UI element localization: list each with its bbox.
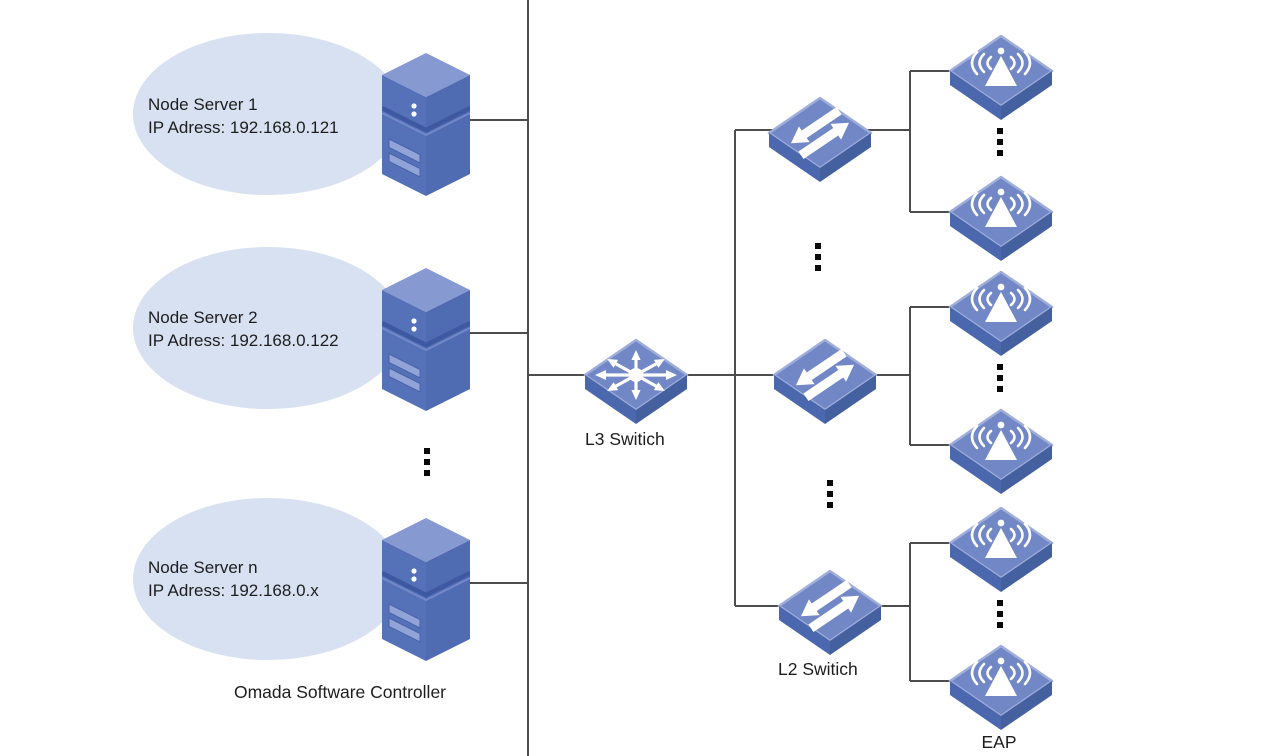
node-server-1-ip: IP Adress: 192.168.0.121 <box>148 118 339 137</box>
node-server-n-bubble <box>133 498 403 660</box>
ellipsis-dots <box>997 128 1003 156</box>
l2-switch-label: L2 Switich <box>778 659 858 679</box>
node-server-n-name: Node Server n <box>148 558 258 577</box>
l2-switch-icon <box>767 96 873 188</box>
wireless-eap-icon <box>948 270 1054 362</box>
node-server-1-text: Node Server 1 IP Adress: 192.168.0.121 <box>148 93 339 139</box>
ellipsis-dots <box>424 448 430 476</box>
wireless-eap-icon <box>948 408 1054 500</box>
controller-label: Omada Software Controller <box>233 682 447 702</box>
l3-switch-icon <box>583 338 689 430</box>
l2-switch-icon <box>772 338 878 430</box>
wireless-eap-icon <box>948 644 1054 736</box>
wireless-eap-icon <box>948 175 1054 267</box>
node-server-2-text: Node Server 2 IP Adress: 192.168.0.122 <box>148 306 339 352</box>
wireless-eap-icon <box>948 34 1054 126</box>
wireless-eap-icon <box>948 506 1054 598</box>
eap-label: EAP <box>981 732 1017 752</box>
ellipsis-dots <box>997 364 1003 392</box>
node-server-n-ip: IP Adress: 192.168.0.x <box>148 581 319 600</box>
node-server-2-name: Node Server 2 <box>148 308 258 327</box>
ellipsis-dots <box>997 600 1003 628</box>
node-server-2-ip: IP Adress: 192.168.0.122 <box>148 331 339 350</box>
server-tower-icon <box>382 53 470 196</box>
l2-switch-icon <box>777 569 883 661</box>
server-tower-icon <box>382 268 470 411</box>
server-tower-icon <box>382 518 470 661</box>
node-server-2-bubble <box>133 247 403 409</box>
l3-switch-label: L3 Switich <box>585 429 665 449</box>
node-server-1-name: Node Server 1 <box>148 95 258 114</box>
ellipsis-dots <box>815 243 821 271</box>
node-server-n-text: Node Server n IP Adress: 192.168.0.x <box>148 556 319 602</box>
node-server-1-bubble <box>133 33 403 195</box>
ellipsis-dots <box>827 480 833 508</box>
